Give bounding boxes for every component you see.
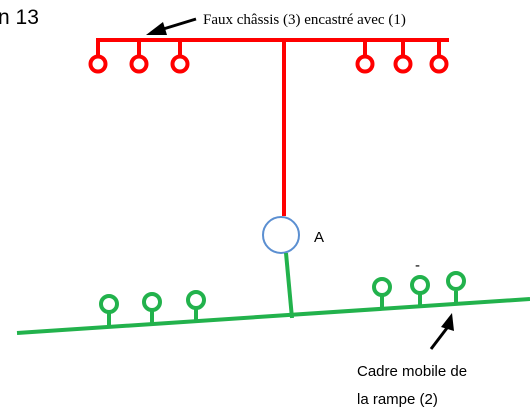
top-arrow bbox=[146, 17, 197, 35]
upper-wheel bbox=[129, 40, 149, 74]
bottom-label-line2: la rampe (2) bbox=[357, 391, 438, 408]
lower-frame bbox=[16, 252, 530, 335]
upper-wheel bbox=[393, 40, 413, 74]
upper-wheel bbox=[170, 40, 190, 74]
lower-wheel bbox=[372, 277, 392, 308]
lower-wheel bbox=[186, 290, 206, 321]
lower-wheel bbox=[99, 294, 119, 326]
bottom-label-line1: Cadre mobile de bbox=[357, 363, 467, 380]
upper-wheel bbox=[88, 40, 108, 74]
joint-a-label: A bbox=[314, 229, 324, 246]
lower-frame-bar bbox=[16, 297, 530, 335]
joint-a bbox=[262, 216, 300, 254]
top-label: Faux châssis (3) encastré avec (1) bbox=[203, 12, 406, 28]
lower-wheel bbox=[410, 275, 430, 306]
dash-mark: - bbox=[415, 257, 420, 274]
upper-wheel bbox=[355, 40, 375, 74]
lower-wheel bbox=[142, 292, 162, 324]
lower-wheel bbox=[446, 271, 466, 303]
lower-frame-stem bbox=[284, 252, 294, 319]
heading-text: n 13 bbox=[0, 6, 39, 29]
upper-wheel bbox=[429, 40, 449, 74]
bottom-arrow bbox=[429, 313, 454, 350]
upper-frame bbox=[88, 38, 449, 216]
